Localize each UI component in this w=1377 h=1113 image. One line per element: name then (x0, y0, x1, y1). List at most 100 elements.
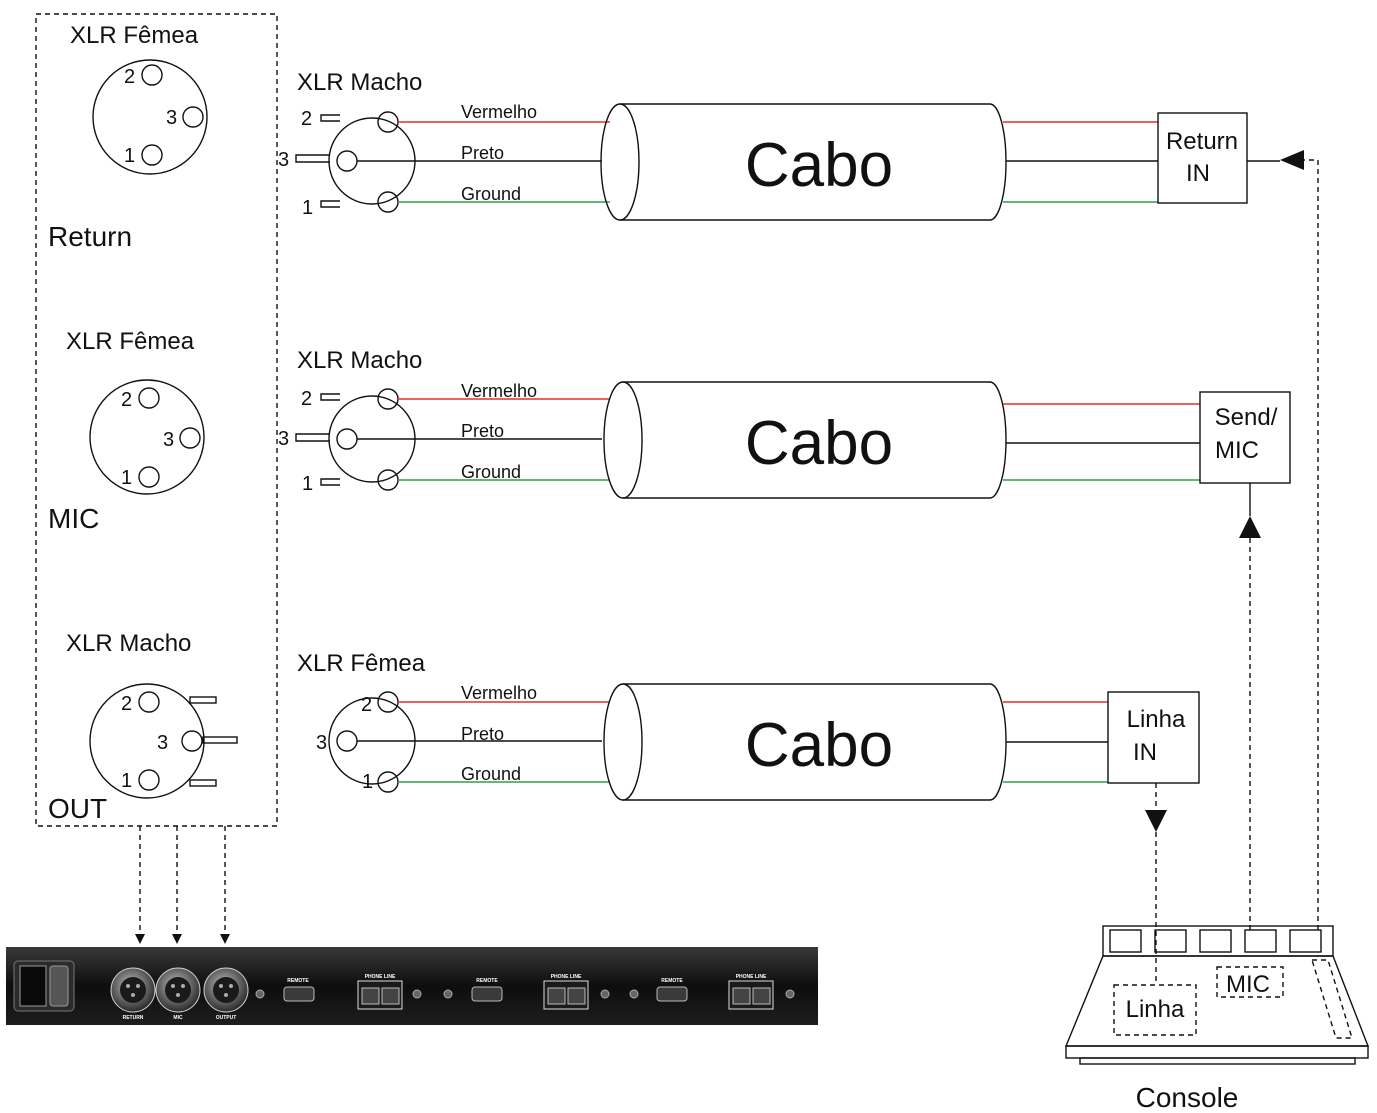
console-label: Console (1136, 1082, 1239, 1113)
pin-1-prong (320, 478, 340, 486)
screw-icon (255, 989, 265, 999)
cable-row-send-mic: XLR Macho 2 3 1 Vermelho Preto Ground Ca… (278, 347, 1291, 499)
pin-3-socket (336, 730, 358, 752)
pin-1-label: 1 (124, 145, 135, 167)
return-signal-line (1300, 159, 1319, 930)
pin-1-socket (377, 771, 399, 793)
cable-body (620, 103, 1007, 221)
pin-3-socket (336, 150, 358, 172)
xlr-jack-output: OUTPUT (203, 967, 249, 1021)
pin-2-prong (320, 393, 340, 401)
pin-2-socket (141, 64, 163, 86)
cable-end (603, 683, 643, 801)
db9-port-icon (656, 986, 688, 1002)
pin-1-label: 1 (302, 473, 313, 495)
wire-label-red: Vermelho (461, 102, 537, 122)
arrow-down-icon (220, 934, 230, 944)
connector-title: XLR Fêmea (297, 650, 426, 677)
wire-label-ground: Ground (461, 184, 521, 204)
cable-row-linha: XLR Fêmea 2 3 1 Vermelho Preto Ground Ca… (297, 650, 1200, 801)
console-foot (1079, 1057, 1356, 1065)
panel-mic-caption: MIC (48, 503, 99, 534)
pin-3-label: 3 (278, 428, 289, 450)
console-fader (1154, 929, 1187, 953)
dest-label-line-2: IN (1186, 160, 1210, 187)
connector-title: XLR Macho (297, 69, 422, 96)
db9-port-icon (471, 986, 503, 1002)
cable-label: Cabo (745, 711, 893, 780)
pin-3-label: 3 (316, 732, 327, 754)
power-switch (49, 965, 69, 1007)
pin-2-label: 2 (121, 693, 132, 715)
remote-label: REMOTE (287, 978, 309, 984)
pin-3-prong (295, 154, 330, 163)
panel-return-connector: XLR Fêmea 2 3 1 Return (48, 22, 208, 252)
phone-line-label: PHONE LINE (736, 974, 767, 980)
remote-label: REMOTE (476, 978, 498, 984)
pin-2-socket (377, 691, 399, 713)
xlr-jack-return: RETURN (110, 967, 156, 1021)
pin-1-prong (189, 779, 217, 787)
device-rear-panel: RETURN MIC OUTPUT REMOTE PHONE LINE REMO… (6, 947, 818, 1025)
arrow-down-icon (1145, 810, 1167, 832)
arrow-down-icon (172, 934, 182, 944)
cable-end (600, 103, 640, 221)
pin-3-prong (295, 433, 330, 442)
wire-label-ground: Ground (461, 764, 521, 784)
dest-box (1157, 112, 1248, 204)
console-linha-input (1113, 984, 1197, 1036)
pin-2-prong (320, 114, 340, 122)
phone-line-label: PHONE LINE (365, 974, 396, 980)
pin-1-socket (377, 191, 399, 213)
pin-3-label: 3 (157, 732, 168, 754)
console-fader (1289, 929, 1322, 953)
connector-title: XLR Macho (297, 347, 422, 374)
dest-label-line-2: IN (1133, 739, 1157, 766)
panel-mic-title: XLR Fêmea (66, 328, 195, 355)
wire-label-black: Preto (461, 421, 504, 441)
cable-body (623, 381, 1007, 499)
wire-label-black: Preto (461, 724, 504, 744)
arrow-down-icon (135, 934, 145, 944)
pin-2-label: 2 (301, 108, 312, 130)
pin-3-label: 3 (278, 149, 289, 171)
wire-label-red: Vermelho (461, 683, 537, 703)
console-linha-label: Linha (1126, 996, 1185, 1023)
pin-3-socket (181, 730, 203, 752)
pin-3-label: 3 (163, 429, 174, 451)
console: Linha MIC Console (1064, 925, 1370, 1113)
dest-label-line-1: Return (1166, 128, 1238, 155)
console-mic-label: MIC (1226, 971, 1270, 998)
wire-label-black: Preto (461, 143, 504, 163)
pin-2-label: 2 (124, 66, 135, 88)
panel-out-connector: XLR Macho 2 3 1 OUT (48, 630, 238, 824)
xlr-jack-label: MIC (173, 1015, 183, 1021)
pin-2-label: 2 (301, 388, 312, 410)
xlr-jack-mic: MIC (155, 967, 201, 1021)
cable-label: Cabo (745, 409, 893, 478)
screw-icon (785, 989, 795, 999)
dest-box (1107, 691, 1200, 784)
xlr-body (89, 683, 205, 799)
pin-1-socket (141, 144, 163, 166)
pin-2-socket (138, 691, 160, 713)
pin-1-socket (138, 769, 160, 791)
wire-label-red: Vermelho (461, 381, 537, 401)
console-fader (1244, 929, 1277, 953)
panel-out-title: XLR Macho (66, 630, 191, 657)
pin-2-socket (377, 111, 399, 133)
wire-label-ground: Ground (461, 462, 521, 482)
pin-1-socket (377, 469, 399, 491)
dest-label-line-1: Send/ (1215, 404, 1278, 431)
cable-label: Cabo (745, 131, 893, 200)
console-fader (1109, 929, 1142, 953)
screw-icon (412, 989, 422, 999)
panel-out-caption: OUT (48, 793, 107, 824)
arrow-up-icon (1239, 516, 1261, 538)
pin-1-socket (138, 466, 160, 488)
dest-box (1199, 391, 1291, 484)
console-return-slot (1311, 959, 1353, 1039)
pin-1-label: 1 (121, 467, 132, 489)
pin-2-prong (189, 696, 217, 704)
